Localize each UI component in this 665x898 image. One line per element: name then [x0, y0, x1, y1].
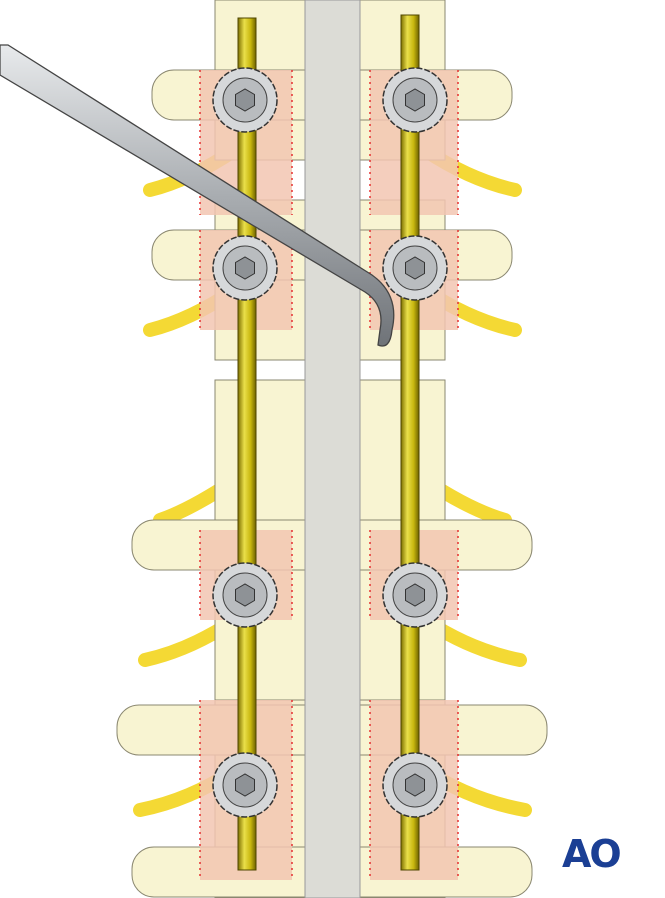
hex-socket-icon	[405, 88, 425, 112]
left-rod	[237, 17, 257, 871]
pedicle-screws	[212, 67, 448, 818]
hex-socket-icon	[405, 773, 425, 797]
spinal-ligament	[304, 0, 361, 898]
hex-socket-icon	[405, 583, 425, 607]
hex-socket-icon	[235, 256, 255, 280]
ao-logo: AO	[562, 832, 622, 876]
hex-socket-icon	[235, 88, 255, 112]
right-rod	[400, 14, 420, 871]
hook-instrument-icon	[0, 44, 395, 347]
hex-socket-icon	[405, 256, 425, 280]
hex-socket-icon	[235, 773, 255, 797]
hex-socket-icon	[235, 583, 255, 607]
